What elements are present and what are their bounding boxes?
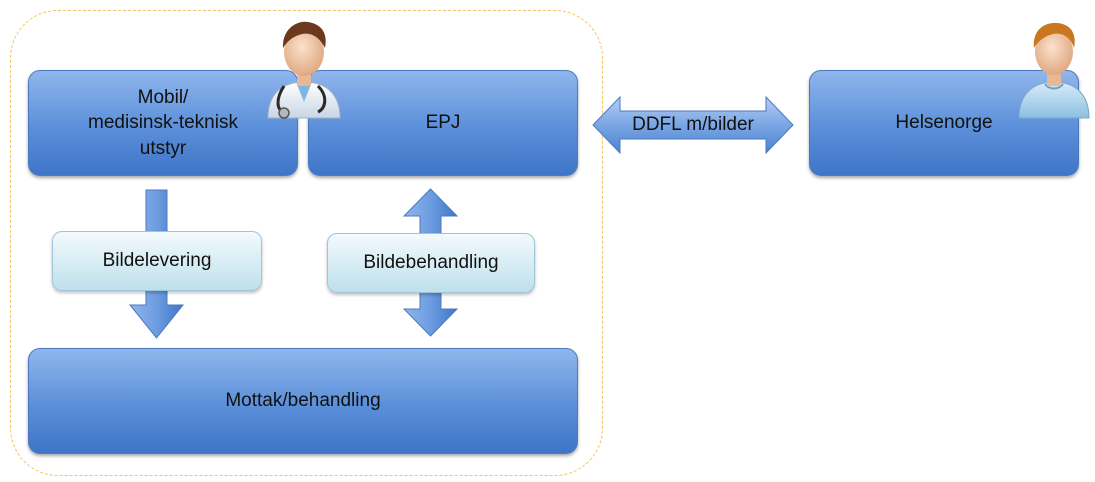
helsenorge-box-text: Helsenorge [895,112,993,134]
epj-box-text: EPJ [425,112,461,134]
bildebehandling-text: Bildebehandling [363,252,499,273]
mobil-box[interactable]: Mobil/ medisinsk-teknisk utstyr [28,70,298,176]
bildelevering-label: Bildelevering [52,231,262,291]
mottak-box[interactable]: Mottak/behandling [28,348,578,454]
bildebehandling-label: Bildebehandling [327,233,535,293]
bildelevering-text: Bildelevering [102,250,212,271]
system-boundary [10,10,603,476]
patient-icon [1018,22,1090,119]
epj-box[interactable]: EPJ [308,70,578,176]
ddfl-arrow-label: DDFL m/bilder [632,114,754,135]
ddfl-double-arrow [592,95,794,155]
doctor-icon [267,21,341,119]
mobil-box-text: Mobil/ medisinsk-teknisk utstyr [88,86,238,159]
mottak-box-text: Mottak/behandling [225,390,381,412]
